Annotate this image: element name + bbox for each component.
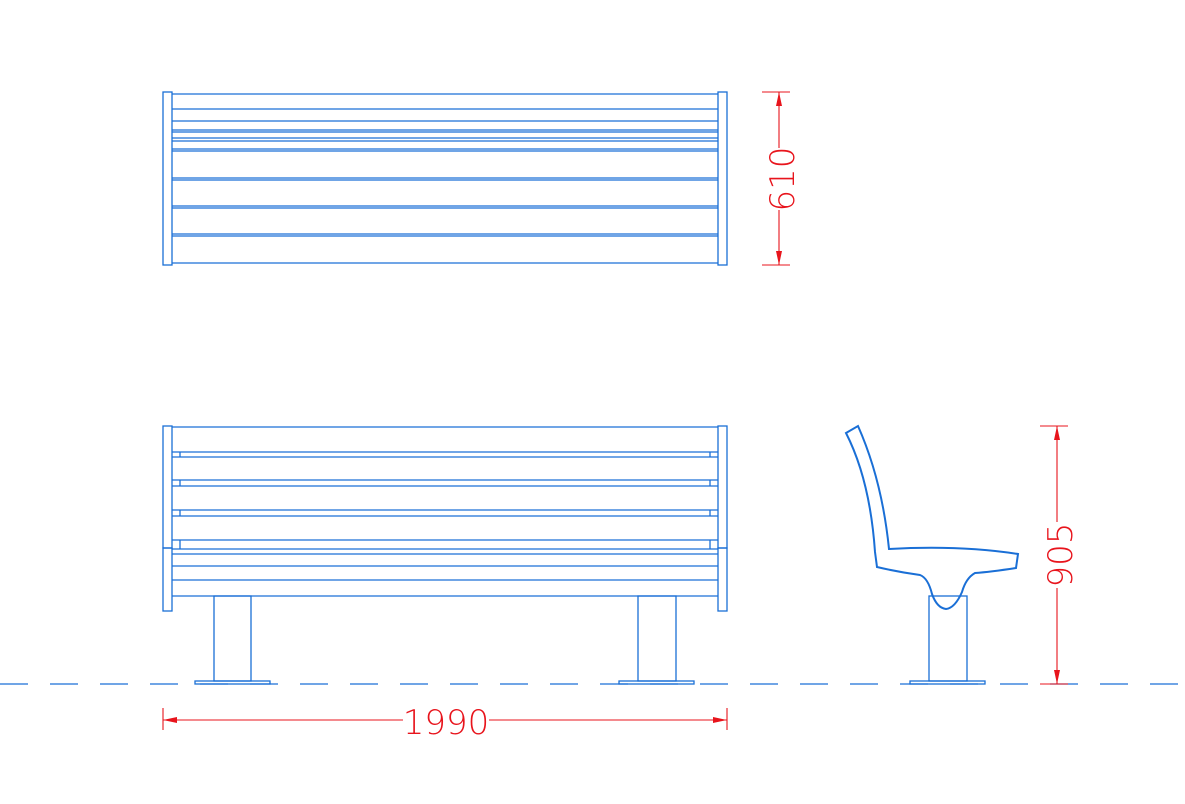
- seat-profile: [844, 424, 1020, 611]
- length-label: 1990: [403, 703, 490, 743]
- right-leg: [637, 595, 677, 682]
- dimension-depth: 610: [762, 91, 803, 266]
- left-base-plate: [194, 680, 271, 685]
- height-label: 905: [1041, 523, 1081, 588]
- top-view: [162, 91, 728, 266]
- front-right-back-post: [717, 425, 728, 549]
- dimension-height: 905: [1040, 425, 1081, 685]
- front-view: [162, 425, 728, 685]
- front-right-seat-post: [717, 547, 728, 612]
- dimension-length: 1990: [162, 703, 728, 743]
- top-slats: [172, 93, 718, 264]
- top-left-post: [162, 91, 173, 266]
- depth-label: 610: [763, 147, 803, 212]
- top-right-post: [717, 91, 728, 266]
- front-left-seat-post: [162, 547, 173, 612]
- side-base-plate: [909, 680, 986, 685]
- front-left-back-post: [162, 425, 173, 549]
- front-slats: [172, 426, 718, 597]
- left-leg: [213, 595, 252, 682]
- side-view: [844, 424, 1020, 685]
